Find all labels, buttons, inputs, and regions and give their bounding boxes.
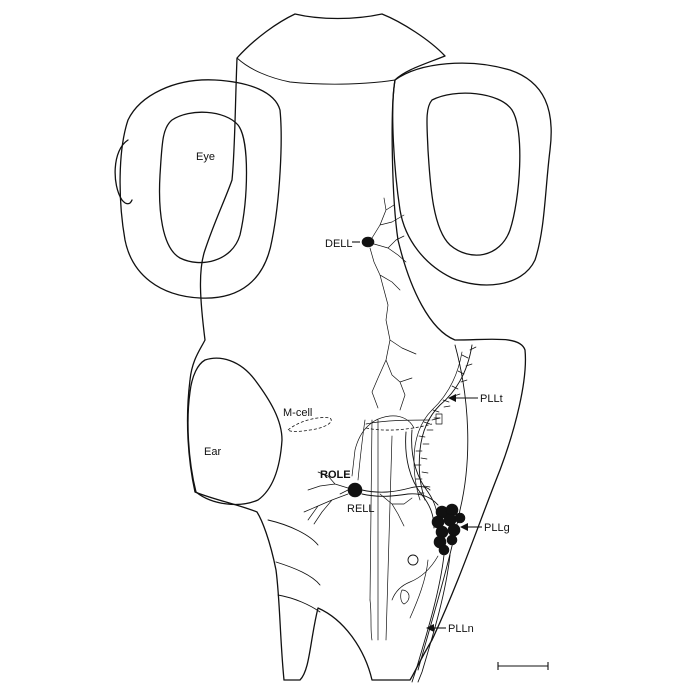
pllt-left-side bbox=[413, 351, 463, 501]
label-dell: DELL bbox=[325, 238, 353, 250]
dell-neuron bbox=[361, 197, 417, 411]
rell-projection bbox=[361, 493, 439, 506]
rell-dendrites bbox=[303, 471, 413, 527]
scale-bar bbox=[497, 662, 549, 670]
small-d-shape bbox=[400, 589, 410, 605]
pllt-spines bbox=[414, 346, 477, 494]
plln-nerve-1 bbox=[411, 554, 445, 683]
left-eye-bulge bbox=[114, 139, 133, 205]
small-circle-1 bbox=[407, 554, 419, 566]
ear-outline bbox=[187, 357, 283, 506]
pll-bundle-2 bbox=[405, 431, 435, 529]
label-pllt: PLLt bbox=[480, 393, 503, 405]
connection-lines bbox=[351, 415, 415, 641]
head-cap bbox=[236, 57, 396, 85]
label-ear: Ear bbox=[204, 446, 221, 458]
label-pllg: PLLg bbox=[484, 522, 510, 534]
rell-soma bbox=[347, 482, 363, 498]
segment-line-3 bbox=[277, 594, 321, 613]
small-rect bbox=[435, 413, 443, 425]
right-eye-inner bbox=[426, 92, 521, 256]
left-eye-inner bbox=[158, 111, 248, 264]
segment-line-2 bbox=[275, 561, 321, 586]
right-eye-outer bbox=[392, 62, 552, 286]
plln-nerve-2 bbox=[417, 554, 451, 683]
label-role: ROLE bbox=[320, 469, 351, 481]
plln-arrow bbox=[426, 624, 446, 632]
trunk-inner-boundary bbox=[417, 344, 469, 671]
plln-branch bbox=[391, 555, 439, 601]
pllg-arrow bbox=[460, 523, 482, 531]
segment-line-1 bbox=[267, 519, 319, 546]
dell-dendrites bbox=[369, 197, 417, 411]
left-eye-outer bbox=[119, 79, 282, 299]
pllt-axis bbox=[418, 344, 473, 501]
pllg-ganglion bbox=[431, 503, 466, 556]
dashed-crossing bbox=[365, 423, 433, 431]
label-plln: PLLn bbox=[448, 623, 474, 635]
role-rell-neuron bbox=[303, 471, 439, 527]
dell-soma bbox=[361, 236, 375, 248]
rell-axon bbox=[361, 486, 431, 493]
pllt-tract bbox=[413, 344, 477, 501]
pllt-arrow bbox=[448, 394, 478, 402]
label-eye: Eye bbox=[196, 151, 215, 163]
label-m-cell: M-cell bbox=[283, 407, 312, 419]
posterior-projections bbox=[369, 559, 429, 641]
body-outline bbox=[186, 13, 527, 681]
label-rell: RELL bbox=[347, 503, 375, 515]
m-cell-outline bbox=[287, 417, 332, 432]
